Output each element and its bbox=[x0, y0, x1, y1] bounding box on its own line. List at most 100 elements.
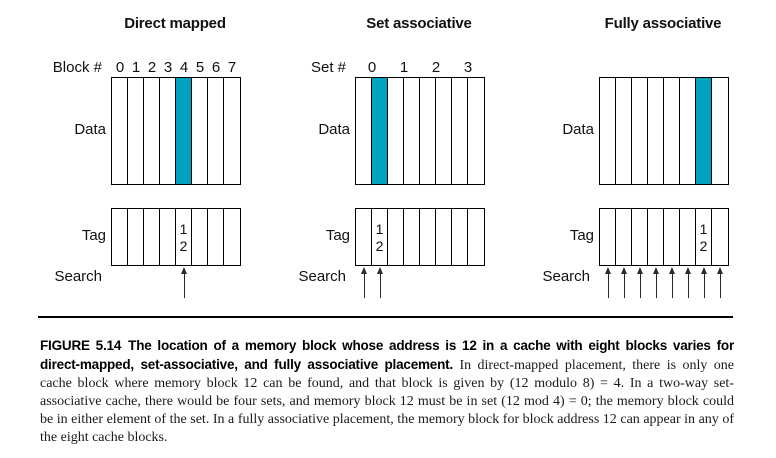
tag-label: Tag bbox=[325, 227, 350, 244]
tag-cell bbox=[112, 209, 128, 265]
tag-cell bbox=[356, 209, 372, 265]
tag-value-digit: 1 bbox=[179, 220, 188, 237]
diagram-title: Direct mapped bbox=[124, 15, 226, 32]
tag-cell bbox=[404, 209, 420, 265]
data-cell bbox=[160, 78, 176, 184]
caption-body-text: In direct-mapped placement, there is onl… bbox=[40, 358, 734, 445]
data-cell bbox=[112, 78, 128, 184]
data-cell bbox=[356, 78, 372, 184]
data-array bbox=[355, 77, 485, 185]
tag-cell bbox=[192, 209, 208, 265]
tag-label: Tag bbox=[569, 227, 594, 244]
tag-cell bbox=[680, 209, 696, 265]
tag-cell bbox=[128, 209, 144, 265]
data-cell bbox=[680, 78, 696, 184]
caption-bold-text: The location of a memory block whose add… bbox=[40, 338, 735, 372]
tag-value-digit: 1 bbox=[375, 220, 384, 237]
data-cell bbox=[388, 78, 404, 184]
data-cell bbox=[468, 78, 484, 184]
data-cell bbox=[436, 78, 452, 184]
tag-cell bbox=[632, 209, 648, 265]
tag-value-digit: 2 bbox=[375, 237, 384, 254]
data-label: Data bbox=[562, 121, 594, 138]
search-arrow bbox=[181, 267, 188, 298]
caption-rule bbox=[38, 316, 733, 318]
search-label: Search bbox=[298, 268, 346, 285]
tag-cell bbox=[468, 209, 484, 265]
index-number: 2 bbox=[147, 59, 157, 76]
highlighted-data-cell bbox=[696, 78, 712, 184]
tag-cell bbox=[452, 209, 468, 265]
index-number: 3 bbox=[163, 59, 173, 76]
data-cell bbox=[208, 78, 224, 184]
tag-cell bbox=[224, 209, 240, 265]
data-cell bbox=[420, 78, 436, 184]
search-arrow bbox=[605, 267, 612, 298]
highlighted-data-cell bbox=[372, 78, 388, 184]
index-number: 6 bbox=[211, 59, 221, 76]
tag-value-digit: 1 bbox=[699, 220, 708, 237]
data-cell bbox=[632, 78, 648, 184]
search-label: Search bbox=[542, 268, 590, 285]
index-number: 3 bbox=[463, 59, 473, 76]
data-cell bbox=[128, 78, 144, 184]
tag-cell bbox=[648, 209, 664, 265]
search-arrows bbox=[355, 266, 485, 300]
tag-cell bbox=[160, 209, 176, 265]
search-arrow bbox=[701, 267, 708, 298]
search-label: Search bbox=[54, 268, 102, 285]
data-array bbox=[599, 77, 729, 185]
index-number: 7 bbox=[227, 59, 237, 76]
tag-value-digit: 2 bbox=[179, 237, 188, 254]
data-cell bbox=[404, 78, 420, 184]
data-cell bbox=[144, 78, 160, 184]
data-label: Data bbox=[74, 121, 106, 138]
tag-cell bbox=[388, 209, 404, 265]
search-arrow bbox=[377, 267, 384, 298]
diagram-title: Fully associative bbox=[604, 15, 722, 32]
tag-cell bbox=[208, 209, 224, 265]
data-cell bbox=[664, 78, 680, 184]
search-arrows bbox=[599, 266, 729, 300]
data-cell bbox=[452, 78, 468, 184]
data-cell bbox=[712, 78, 728, 184]
tag-cell bbox=[420, 209, 436, 265]
tag-cell bbox=[600, 209, 616, 265]
data-label: Data bbox=[318, 121, 350, 138]
index-number: 1 bbox=[131, 59, 141, 76]
search-arrow bbox=[653, 267, 660, 298]
index-number: 4 bbox=[179, 59, 189, 76]
search-arrow bbox=[361, 267, 368, 298]
diagram-title: Set associative bbox=[366, 15, 472, 32]
search-arrow bbox=[685, 267, 692, 298]
search-arrow bbox=[621, 267, 628, 298]
index-number: 5 bbox=[195, 59, 205, 76]
highlighted-data-cell bbox=[176, 78, 192, 184]
index-label: Set # bbox=[310, 59, 346, 76]
figure-number: FIGURE 5.14 bbox=[40, 338, 122, 353]
search-arrows bbox=[111, 266, 241, 300]
data-array bbox=[111, 77, 241, 185]
data-cell bbox=[648, 78, 664, 184]
data-cell bbox=[616, 78, 632, 184]
tag-cell bbox=[664, 209, 680, 265]
index-number: 0 bbox=[367, 59, 377, 76]
tag-value-digit: 2 bbox=[699, 237, 708, 254]
search-arrow bbox=[669, 267, 676, 298]
tag-cell bbox=[616, 209, 632, 265]
tag-label: Tag bbox=[81, 227, 106, 244]
index-number: 2 bbox=[431, 59, 441, 76]
index-number: 1 bbox=[399, 59, 409, 76]
search-arrow bbox=[637, 267, 644, 298]
index-numbers: 0 1 2 3 bbox=[356, 59, 484, 76]
index-number: 0 bbox=[115, 59, 125, 76]
